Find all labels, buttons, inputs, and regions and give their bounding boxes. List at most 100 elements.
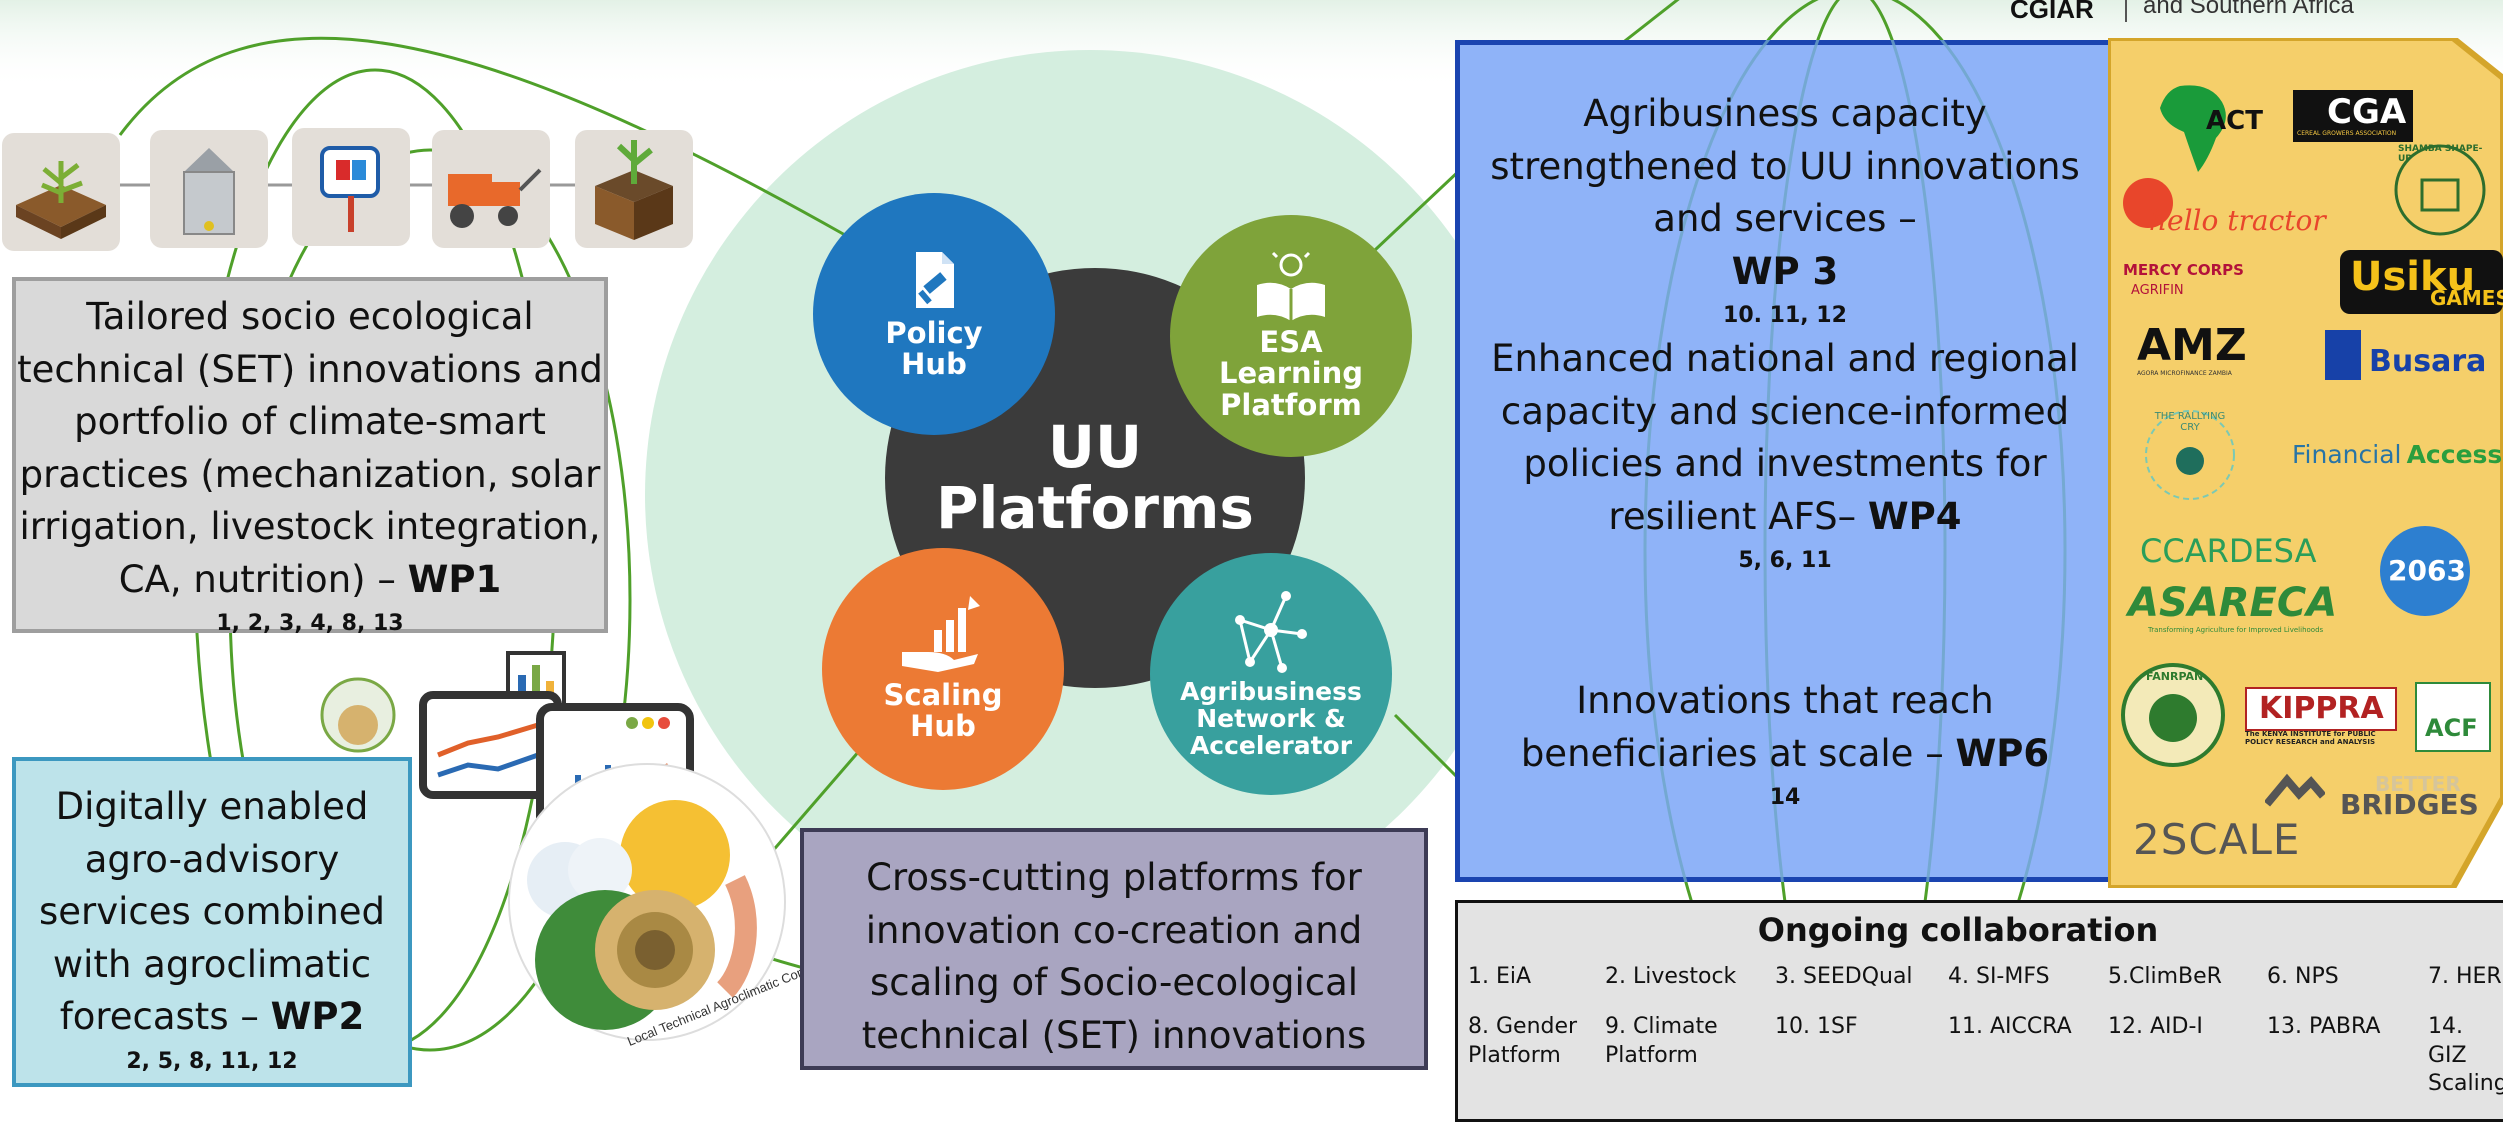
asareca-sub: Transforming Agriculture for Improved Li… <box>2148 626 2324 634</box>
collaboration-item: 5.ClimBeR <box>2108 964 2222 989</box>
scaling-hub: Scaling Hub <box>822 548 1064 790</box>
hand-bar-chart-icon <box>902 595 980 672</box>
header-region: and Southern Africa <box>2143 0 2354 19</box>
esa-learning-platform: ESA Learning Platform <box>1170 215 1412 457</box>
agenda-2063-logo: 2063 <box>2380 526 2470 616</box>
access-label: Access <box>2406 440 2503 469</box>
mercy-corps-logo: MERCY CORPS AGRIFIN <box>2123 260 2283 300</box>
collaboration-item: 3. SEEDQual <box>1775 964 1913 989</box>
kippra-badge <box>2245 687 2397 731</box>
collaboration-title: Ongoing collaboration <box>1757 911 2159 949</box>
kippra-label: KIPPRA <box>2259 691 2384 726</box>
collaboration-item: 6. NPS <box>2267 964 2339 989</box>
act-logo: ACT <box>2150 80 2263 175</box>
wp1-text: Tailored socio ecological technical (SET… <box>17 295 603 601</box>
agri-line3: Accelerator <box>1189 730 1353 760</box>
bridges-label: BRIDGES <box>2340 788 2479 821</box>
policy-hub: Policy Hub <box>813 193 1055 435</box>
wp6-label: WP6 <box>1955 731 2050 775</box>
hello-tractor-logo: hello tractor <box>2123 178 2326 238</box>
farmer-hat-icon <box>505 760 790 1045</box>
policy-hub-line1: Policy <box>885 315 983 350</box>
act-label: ACT <box>2206 106 2263 136</box>
collaboration-panel: Ongoing collaboration <box>1455 900 2503 1122</box>
agrifin-label: AGRIFIN <box>2131 283 2184 298</box>
acf-label: ACF <box>2425 714 2478 742</box>
wp4-block: Enhanced national and regional capacity … <box>1485 333 2085 576</box>
scaling-line1: Scaling <box>883 677 1003 712</box>
asareca-logo: ASARECA Transforming Agriculture for Imp… <box>2128 580 2358 640</box>
crosscut-text: Cross-cutting platforms for innovation c… <box>861 856 1367 1057</box>
open-book-bulb-icon <box>1257 251 1325 322</box>
wp6-numbers: 14 <box>1769 785 1801 811</box>
collaboration-item: 7. HER+ <box>2428 964 2503 989</box>
esa-line2: Learning <box>1218 356 1363 391</box>
2scale-logo: 2SCALE <box>2133 815 2333 871</box>
wp4-numbers: 5, 6, 11 <box>1738 548 1832 574</box>
ccardesa-logo: CCARDESA <box>2140 532 2320 572</box>
outcomes-overlay-lines <box>1643 40 2067 882</box>
cgiar-logo: CGIAR <box>2010 0 2094 25</box>
collaboration-item: 2. Livestock <box>1605 964 1737 989</box>
document-gavel-icon <box>916 251 954 308</box>
fanrpan-logo: FANRPAN <box>2118 660 2228 770</box>
kippra-sub: The KENYA INSTITUTE for PUBLIC POLICY RE… <box>2245 730 2376 746</box>
wp2-text: Digitally enabled agro-advisory services… <box>38 785 386 1039</box>
amz-label: AMZ <box>2137 320 2247 371</box>
tractor-icon <box>432 130 550 248</box>
header-divider <box>2125 0 2127 22</box>
wp6-text: Innovations that reach beneficiaries at … <box>1520 679 1994 775</box>
wp4-text: Enhanced national and regional capacity … <box>1491 337 2079 538</box>
financial-label: Financial <box>2292 440 2402 469</box>
usiku-sub: GAMES <box>2430 286 2503 310</box>
agenda-2063-label: 2063 <box>2388 554 2466 587</box>
shamba-shape-up-logo: SHAMBA SHAPE-UP <box>2390 140 2490 240</box>
collaboration-item: 13. PABRA <box>2267 1014 2381 1039</box>
cga-logo: CGA CEREAL GROWERS ASSOCIATION <box>2293 90 2413 142</box>
amz-logo: AMZ AGORA MICROFINANCE ZAMBIA <box>2137 320 2287 380</box>
uu-title-line2: Platforms <box>936 474 1254 542</box>
shamba-label: SHAMBA SHAPE-UP <box>2398 144 2483 164</box>
wp2-numbers: 2, 5, 8, 11, 12 <box>126 1048 298 1074</box>
rallying-cry-label: THE RALLYING CRY <box>2154 411 2226 433</box>
agri-line2: Network & <box>1196 703 1346 733</box>
cga-sub: CEREAL GROWERS ASSOCIATION <box>2297 130 2397 137</box>
tractor-badge-icon <box>2123 178 2173 228</box>
wp1-box: Tailored socio ecological technical (SET… <box>12 277 608 636</box>
busara-mark-icon <box>2325 330 2361 380</box>
collaboration-item: 11. AICCRA <box>1948 1014 2072 1039</box>
wp2-label: WP2 <box>270 995 365 1039</box>
asareca-label: ASARECA <box>2128 580 2338 626</box>
grain-silo-icon <box>150 130 268 248</box>
policy-hub-line2: Hub <box>901 347 967 381</box>
collaboration-item: 14. GIZ Scaling <box>2428 1014 2503 1097</box>
wp3-numbers: 10. 11, 12 <box>1723 303 1847 329</box>
maize-plant-icon <box>2 133 120 251</box>
better-bridges-logo: BETTER BRIDGES <box>2263 770 2495 821</box>
mercy-corps-label: MERCY CORPS <box>2123 261 2244 279</box>
collaboration-item: 8. Gender Platform <box>1468 1014 1578 1068</box>
amz-sub: AGORA MICROFINANCE ZAMBIA <box>2137 370 2232 377</box>
cgiar-wordmark: CGIAR <box>2010 0 2094 24</box>
network-nodes-icon <box>1235 590 1307 673</box>
usiku-games-logo: Usiku GAMES <box>2340 250 2503 314</box>
wp6-block: Innovations that reach beneficiaries at … <box>1500 675 2070 813</box>
bridges-chevron-icon <box>2263 773 2327 807</box>
agribusiness-network: Agribusiness Network & Accelerator <box>1150 553 1392 795</box>
busara-label: Busara <box>2369 344 2487 379</box>
wp3-label: WP 3 <box>1731 249 1839 293</box>
ccardesa-label: CCARDESA <box>2140 532 2317 570</box>
agri-line1: Agribusiness <box>1180 676 1362 706</box>
usiku-label: Usiku <box>2350 254 2476 300</box>
collaboration-item: 1. EiA <box>1468 964 1532 989</box>
collaboration-item: 10. 1SF <box>1775 1014 1858 1039</box>
cga-label: CGA <box>2327 92 2407 132</box>
collaboration-item: 12. AID-I <box>2108 1014 2203 1039</box>
busara-logo: Busara <box>2325 330 2487 390</box>
scaling-line2: Hub <box>910 709 976 743</box>
rallying-cry-logo: THE RALLYING CRY <box>2140 405 2240 505</box>
kippra-logo: KIPPRA The KENYA INSTITUTE for PUBLIC PO… <box>2245 687 2397 757</box>
better-label: BETTER <box>2375 772 2461 796</box>
uu-title-line1: UU <box>1047 413 1143 482</box>
2scale-label: 2SCALE <box>2133 815 2301 864</box>
